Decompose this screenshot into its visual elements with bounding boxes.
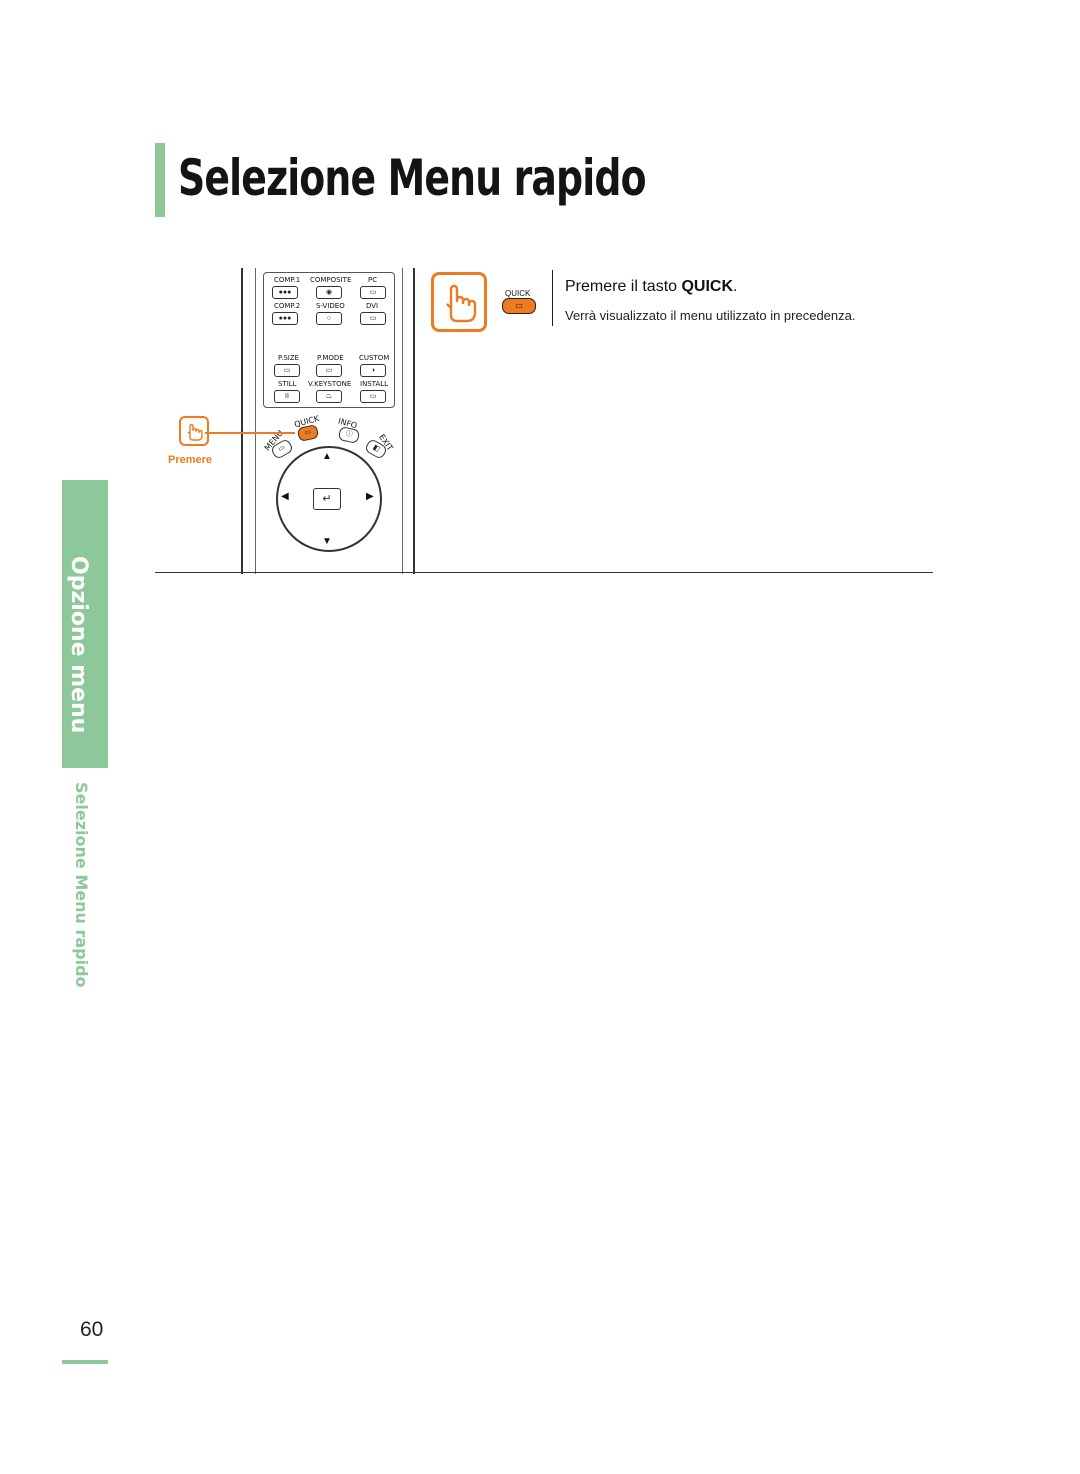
remote-key-label: S-VIDEO [316,302,345,310]
figure-frame-right [413,268,415,574]
quick-key-icon: ▭ [502,298,536,314]
instruction-divider [552,270,553,326]
side-section-label: Opzione menu [66,556,91,734]
remote-key-label: INSTALL [360,380,389,388]
remote-key-label: COMP.2 [274,302,301,310]
vkeystone-key: ⏢ [316,390,342,403]
remote-key-label: V.KEYSTONE [308,380,352,388]
remote-key-label: P.MODE [317,354,344,362]
still-key: II [274,390,300,403]
pmode-key: ▭ [316,364,342,377]
callout-leader-line [205,432,295,434]
press-hand-icon [431,272,487,332]
comp2-key: ●●● [272,312,298,325]
arrow-up-icon: ▲ [322,451,332,462]
comp1-key: ●●● [272,286,298,299]
composite-key: ◉ [316,286,342,299]
remote-key-label: PC [368,276,378,284]
psize-key: ▭ [274,364,300,377]
dvi-key: ▭ [360,312,386,325]
press-hand-icon [179,416,209,446]
press-label: Premere [168,454,213,466]
navigation-pad [276,446,382,552]
quick-key-caption: QUICK [505,289,531,298]
remote-key-label: STILL [278,380,297,388]
section-rule [155,572,933,573]
remote-source-panel: COMP.1 COMPOSITE PC ●●● ◉ ▭ COMP.2 S-VID… [263,272,395,408]
remote-key-label: P.SIZE [278,354,300,362]
instruction-period: . [733,278,738,295]
remote-key-label: DVI [366,302,379,310]
arrow-left-icon: ◀ [281,491,289,502]
instruction-detail: Verrà visualizzato il menu utilizzato in… [565,308,856,323]
page-title: Selezione Menu rapido [178,149,647,207]
side-page-topic: Selezione Menu rapido [72,782,91,988]
instruction-key-name: QUICK [681,278,734,295]
svideo-key: ○ [316,312,342,325]
title-accent-bar [155,143,165,217]
instruction-step: Premere il tasto QUICK. [565,278,738,296]
arrow-down-icon: ▼ [322,536,332,547]
page-number-rule [62,1360,108,1364]
arrow-right-icon: ▶ [366,491,374,502]
enter-key: ↵ [313,488,341,510]
figure-frame-left [241,268,243,574]
pc-key: ▭ [360,286,386,299]
page-number: 60 [80,1318,104,1341]
remote-key-label: COMP.1 [274,276,301,284]
install-key: ▭ [360,390,386,403]
custom-key: ◑ [360,364,386,377]
side-section-tab [62,480,108,768]
remote-control-illustration [255,268,403,574]
instruction-text: Premere il tasto [565,278,682,295]
remote-key-label: COMPOSITE [310,276,352,284]
remote-key-label: CUSTOM [359,354,390,362]
